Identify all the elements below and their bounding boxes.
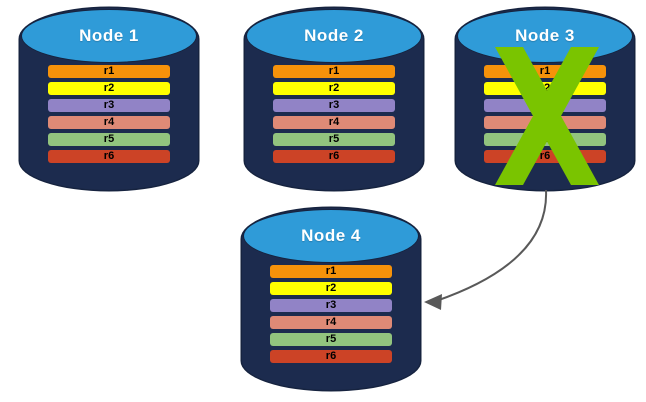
- data-row-r1[interactable]: r1: [48, 65, 170, 78]
- data-row-r3[interactable]: r3: [484, 99, 606, 112]
- data-row-r5[interactable]: r5: [273, 133, 395, 146]
- data-row-r1[interactable]: r1: [273, 65, 395, 78]
- data-row-r2[interactable]: r2: [273, 82, 395, 95]
- data-row-r6[interactable]: r6: [270, 350, 392, 363]
- data-row-r1[interactable]: r1: [484, 65, 606, 78]
- node-row-list: r1 r2 r3 r4 r5 r6: [270, 265, 392, 363]
- node-cylinder-2[interactable]: Node 2 r1 r2 r3 r4 r5 r6: [245, 8, 423, 190]
- node-title-label: Node 1: [79, 26, 139, 45]
- data-row-r5[interactable]: r5: [48, 133, 170, 146]
- cylinder-top-disc: Node 2: [246, 9, 422, 63]
- data-row-r3[interactable]: r3: [273, 99, 395, 112]
- data-row-r4[interactable]: r4: [270, 316, 392, 329]
- data-row-r6[interactable]: r6: [273, 150, 395, 163]
- node-cylinder-1[interactable]: Node 1 r1 r2 r3 r4 r5 r6: [20, 8, 198, 190]
- data-row-r5[interactable]: r5: [484, 133, 606, 146]
- data-row-r6[interactable]: r6: [484, 150, 606, 163]
- data-row-r3[interactable]: r3: [48, 99, 170, 112]
- data-row-r2[interactable]: r2: [484, 82, 606, 95]
- data-row-r2[interactable]: r2: [270, 282, 392, 295]
- data-row-r6[interactable]: r6: [48, 150, 170, 163]
- data-row-r4[interactable]: r4: [273, 116, 395, 129]
- cylinder-top-disc: Node 3: [457, 9, 633, 63]
- data-row-r4[interactable]: r4: [48, 116, 170, 129]
- node-cylinder-4[interactable]: Node 4 r1 r2 r3 r4 r5 r6: [242, 208, 420, 390]
- node-row-list: r1 r2 r3 r4 r5 r6: [484, 65, 606, 163]
- cylinder-top-disc: Node 4: [243, 209, 419, 263]
- data-row-r5[interactable]: r5: [270, 333, 392, 346]
- data-row-r3[interactable]: r3: [270, 299, 392, 312]
- node-cylinder-3[interactable]: Node 3 r1 r2 r3 r4 r5 r6: [456, 8, 634, 190]
- data-row-r2[interactable]: r2: [48, 82, 170, 95]
- data-row-r1[interactable]: r1: [270, 265, 392, 278]
- node-title-label: Node 4: [301, 226, 361, 245]
- node-title-label: Node 3: [515, 26, 575, 45]
- node-row-list: r1 r2 r3 r4 r5 r6: [48, 65, 170, 163]
- data-row-r4[interactable]: r4: [484, 116, 606, 129]
- node-row-list: r1 r2 r3 r4 r5 r6: [273, 65, 395, 163]
- node-title-label: Node 2: [304, 26, 364, 45]
- cylinder-top-disc: Node 1: [21, 9, 197, 63]
